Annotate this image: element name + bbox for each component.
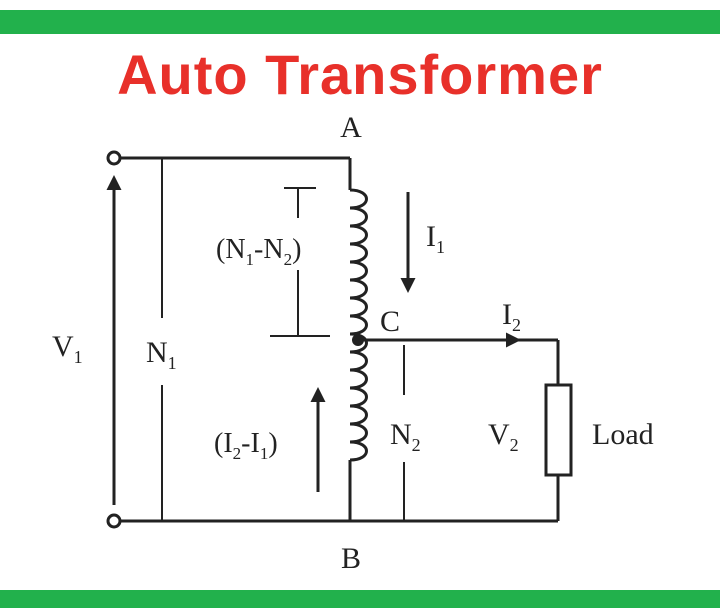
input-terminal-bottom (106, 513, 122, 529)
n2-label: N2 (390, 418, 421, 455)
n1-label: N1 (146, 336, 177, 373)
node-a-label: A (340, 111, 362, 144)
n1-minus-n2-label: (N1-N2) (216, 234, 301, 269)
node-b-label: B (341, 542, 361, 575)
tap-point-c (352, 334, 364, 346)
load-label: Load (592, 418, 654, 451)
bottom-accent-bar (0, 590, 720, 608)
n1-minus-n2-bracket (270, 187, 330, 337)
top-accent-bar (0, 10, 720, 34)
load-resistor (544, 383, 573, 477)
v2-label: V2 (488, 418, 519, 455)
i1-label: I1 (426, 220, 445, 257)
node-c-label: C (380, 305, 400, 338)
i2-minus-i1-label: (I2-I1) (214, 428, 278, 463)
winding-coil (349, 188, 368, 462)
v1-label: V1 (52, 330, 83, 367)
input-terminal-top (106, 150, 122, 166)
page-title: Auto Transformer (117, 43, 603, 106)
i2-label: I2 (502, 298, 521, 335)
